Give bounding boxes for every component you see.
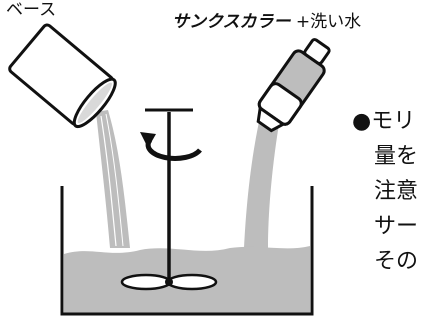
mixing-tank — [60, 186, 314, 316]
additive-rest: +洗い水 — [295, 12, 362, 32]
side-note: ●モリ 量を 注意 サー その — [352, 104, 419, 279]
additive-brand: サンクスカラー — [172, 12, 291, 32]
side-note-line: その — [374, 249, 419, 274]
base-container — [8, 23, 117, 129]
bullet-icon: ● — [352, 109, 372, 134]
side-note-line: ●モリ — [352, 109, 416, 134]
base-pour-stream — [96, 110, 130, 248]
circular-arrow-icon — [140, 132, 202, 161]
propeller-mixer-icon — [120, 273, 218, 291]
additive-pour-stream — [244, 108, 280, 248]
base-label: ベース — [6, 0, 57, 20]
side-note-line: サー — [374, 214, 419, 239]
side-note-line: 量を — [374, 144, 419, 169]
additive-bottle — [256, 38, 331, 133]
additive-label: サンクスカラー +洗い水 — [172, 14, 361, 31]
side-note-line: 注意 — [374, 179, 419, 204]
